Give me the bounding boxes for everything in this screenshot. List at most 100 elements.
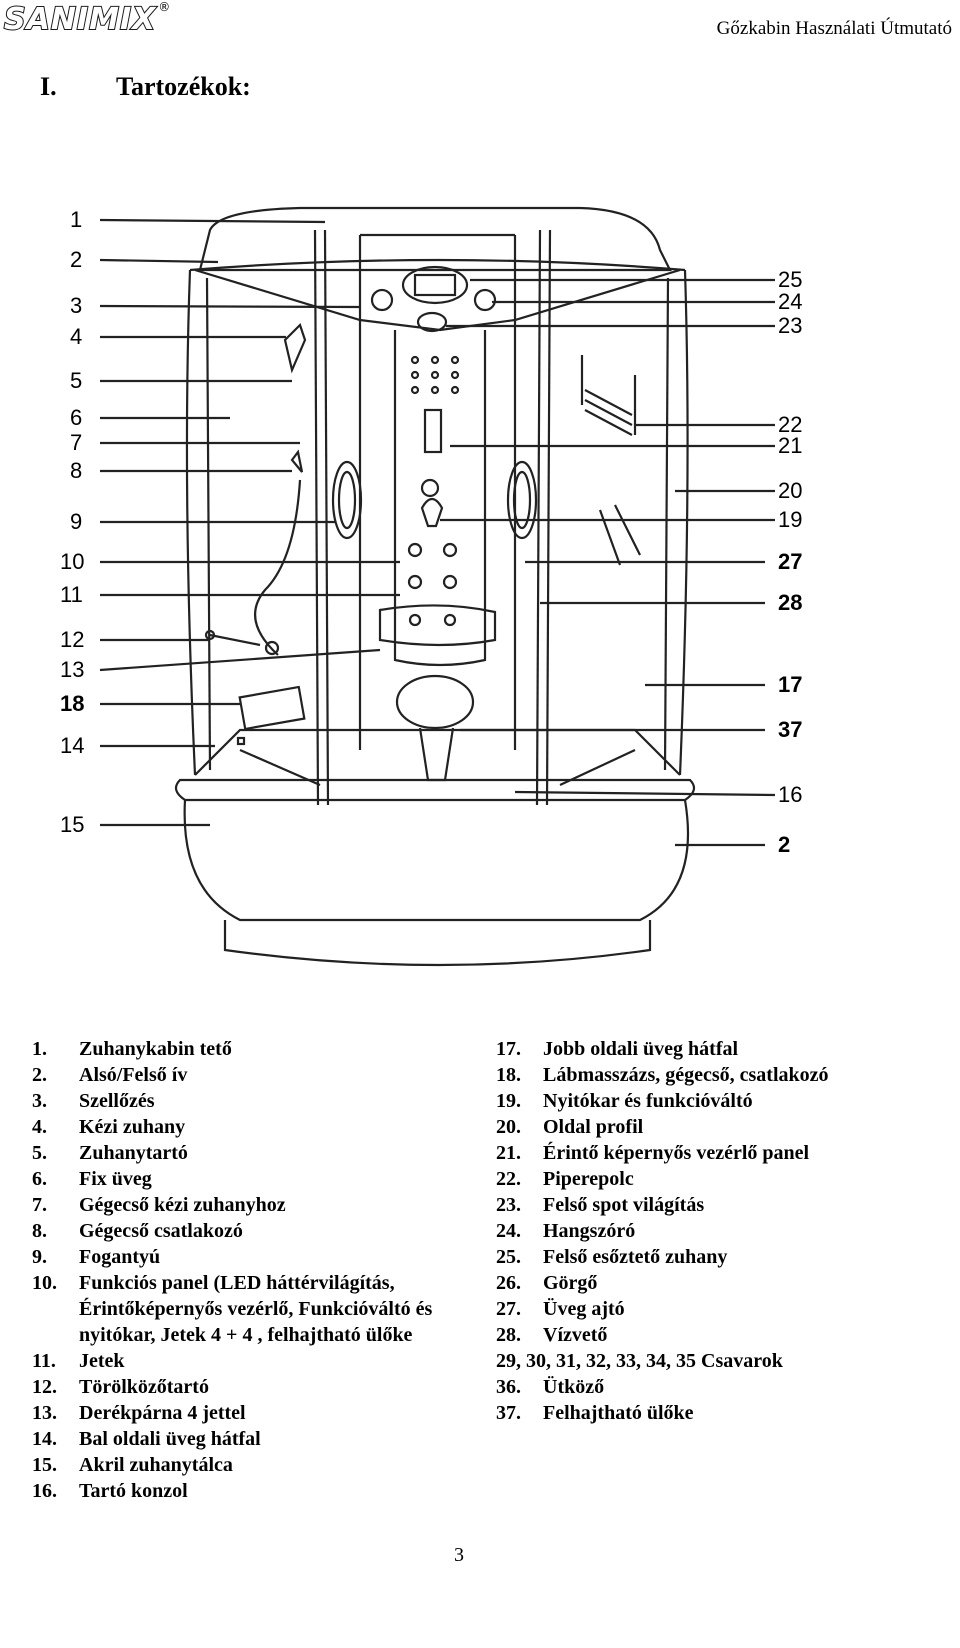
lumbar-cushion	[378, 604, 497, 647]
callout-9: 9	[70, 509, 82, 534]
callout-6: 6	[70, 405, 82, 430]
shower-holder	[290, 449, 304, 473]
legend-item: 16.Tartó konzol	[32, 1480, 188, 1502]
right-door-profile	[535, 229, 542, 806]
legend-item: 3.Szellőzés	[32, 1090, 155, 1112]
legend-item: 23.Felső spot világítás	[496, 1194, 705, 1216]
top-arc	[189, 258, 686, 272]
legend-item: 5.Zuhanytartó	[32, 1142, 188, 1164]
right-outer-profile	[678, 269, 689, 776]
folding-seat	[395, 674, 475, 730]
legend-item: 27.Üveg ajtó	[496, 1298, 625, 1320]
legend-item: 10.Funkciós panel (LED háttérvilágítás, …	[32, 1272, 433, 1346]
legend-item: 18.Lábmasszázs, gégecső, csatlakozó	[496, 1064, 829, 1086]
callout-21: 21	[778, 433, 802, 458]
callout-3: 3	[70, 293, 82, 318]
speaker-right	[473, 288, 497, 312]
callout-37: 37	[778, 717, 802, 742]
legend-item: 11.Jetek	[32, 1350, 125, 1372]
callout-18: 18	[60, 691, 84, 716]
legend-right-column: 17.Jobb oldali üveg hátfal 18.Lábmasszáz…	[496, 1036, 936, 1426]
legend-item: 29, 30, 31, 32, 33, 34, 35 Csavarok	[496, 1350, 783, 1372]
callout-lines-left	[99, 218, 400, 827]
legend-item: 25.Felső esőztető zuhany	[496, 1246, 728, 1268]
legend-item: 4.Kézi zuhany	[32, 1116, 186, 1138]
speaker-left	[370, 288, 394, 312]
callout-25: 25	[778, 267, 802, 292]
legend-item: 17.Jobb oldali üveg hátfal	[496, 1038, 739, 1060]
touch-control-panel	[423, 408, 443, 454]
legend-item: 36.Ütköző	[496, 1376, 605, 1398]
legend-item: 8.Gégecső csatlakozó	[32, 1220, 243, 1242]
legend-item: 1.Zuhanykabin tető	[32, 1038, 232, 1060]
registered-mark: ®	[158, 0, 171, 14]
logo-text: SANIMIX	[3, 1, 157, 38]
right-handle	[506, 460, 538, 540]
shower-tray-rim	[194, 728, 681, 776]
callout-7: 7	[70, 430, 82, 455]
legend-item: 14.Bal oldali üveg hátfal	[32, 1428, 261, 1450]
callout-8: 8	[70, 458, 82, 483]
callout-12: 12	[60, 627, 84, 652]
legend-item: 37.Felhajtható ülőke	[496, 1402, 694, 1424]
body-jets	[410, 355, 460, 395]
legend-item: 20.Oldal profil	[496, 1116, 644, 1138]
document-header-title: Gőzkabin Használati Útmutató	[716, 18, 952, 39]
legend-item: 22.Piperepolc	[496, 1168, 634, 1190]
callout-2: 2	[70, 247, 82, 272]
callout-22: 22	[778, 412, 802, 437]
callout-labels-left: 1 2 3 4 5 6 7 8 9 10 11 12 13 18 14 15	[60, 207, 84, 837]
toiletry-shelf	[580, 355, 637, 436]
legend-item: 9.Fogantyú	[32, 1246, 161, 1268]
function-panel	[393, 330, 487, 667]
acrylic-tray	[174, 778, 696, 802]
callout-1: 1	[70, 207, 82, 232]
section-number: I.	[40, 72, 57, 101]
callout-17: 17	[778, 672, 802, 697]
massage-jets	[407, 542, 458, 590]
sanimix-logo: SANIMIX ®	[3, 0, 171, 40]
legend-item: 6.Fix üveg	[32, 1168, 152, 1190]
legend-item: 26.Görgő	[496, 1272, 598, 1294]
left-handle	[331, 460, 363, 540]
rain-shower-25	[401, 265, 469, 305]
legend-item: 2.Alsó/Felső ív	[32, 1064, 188, 1086]
callout-2-bottom: 2	[778, 832, 790, 857]
callout-23: 23	[778, 313, 802, 338]
callout-16: 16	[778, 782, 802, 807]
foot-massage-panel	[238, 685, 306, 731]
legend-item: 7.Gégecső kézi zuhanyhoz	[32, 1194, 286, 1216]
section-title-text: Tartozékok:	[116, 72, 251, 101]
callout-15: 15	[60, 812, 84, 837]
legend-item: 24.Hangszóró	[496, 1220, 636, 1242]
callout-11: 11	[60, 582, 83, 607]
callout-13: 13	[60, 657, 84, 682]
page-number: 3	[454, 1544, 464, 1566]
callout-10: 10	[60, 549, 84, 574]
callout-14: 14	[60, 733, 84, 758]
callout-4: 4	[70, 324, 82, 349]
callout-28: 28	[778, 590, 802, 615]
callout-27: 27	[778, 549, 802, 574]
legend-item: 19.Nyitókar és funkcióváltó	[496, 1090, 753, 1112]
legend-item: 12.Törölközőtartó	[32, 1376, 209, 1398]
callout-labels-right: 25 24 23 22 21 20 19 27 28 17 37 16 2	[778, 267, 802, 857]
left-door-profile	[313, 229, 320, 806]
legend-left-column: 1.Zuhanykabin tető 2.Alsó/Felső ív 3.Sze…	[32, 1036, 492, 1504]
callout-20: 20	[778, 478, 802, 503]
callout-5: 5	[70, 368, 82, 393]
legend-item: 21.Érintő képernyős vezérlő panel	[496, 1142, 810, 1164]
steam-cabin-diagram: 1 2 3 4 5 6 7 8 9 10 11 12 13 18 14 15 2…	[60, 206, 802, 967]
callout-19: 19	[778, 507, 802, 532]
cabin-roof	[198, 206, 672, 272]
towel-rail	[209, 633, 261, 647]
section-heading: I. Tartozékok:	[40, 72, 251, 102]
callout-lines-right	[440, 278, 776, 847]
shower-hose	[253, 479, 302, 656]
legend-item: 28.Vízvető	[496, 1324, 608, 1346]
hand-shower	[283, 322, 307, 374]
legend-item: 15.Akril zuhanytálca	[32, 1454, 233, 1476]
mixer-handle	[420, 497, 444, 528]
legend-item: 13.Derékpárna 4 jettel	[32, 1402, 246, 1424]
callout-24: 24	[778, 289, 802, 314]
